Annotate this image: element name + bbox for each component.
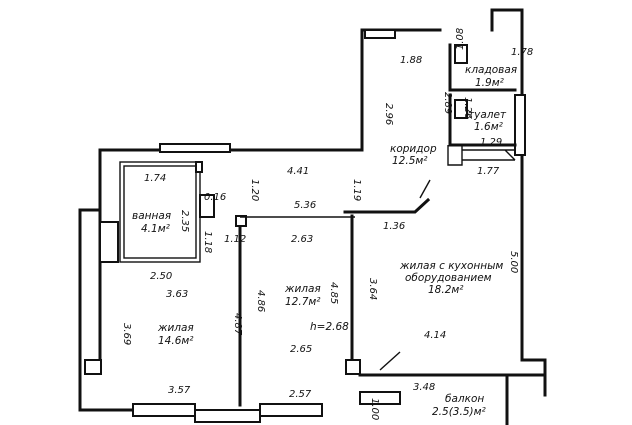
- bathroom-inner: [123, 165, 197, 259]
- living-left-name: жилая: [157, 322, 194, 334]
- window-right-kitchen: [514, 94, 526, 156]
- dim-label: 2.50: [150, 271, 172, 282]
- toilet-duct: [447, 145, 516, 166]
- storage-wall: [448, 43, 517, 92]
- ceiling-height: h=2.68: [310, 321, 349, 333]
- window-top-left: [159, 143, 231, 153]
- dim-label: 2.89: [442, 92, 453, 114]
- column-left: [84, 359, 102, 375]
- living-middle-name: жилая: [284, 283, 321, 295]
- dim-label: 3.63: [166, 289, 188, 300]
- balcony-door: [359, 391, 401, 405]
- dim-label: 4.86: [255, 290, 266, 312]
- door-markers: [379, 179, 431, 371]
- dim-label: 1.78: [511, 47, 533, 58]
- dim-label: 4.41: [287, 166, 309, 177]
- dim-label: 4.87: [232, 313, 243, 336]
- dim-label: 2.57: [289, 389, 312, 400]
- dim-label: 1.08: [455, 28, 466, 50]
- dim-label: 1.74: [144, 173, 166, 184]
- dim-label: 5.00: [508, 251, 519, 273]
- toilet-door: [454, 99, 468, 119]
- interior-walls: [84, 43, 517, 407]
- partition-post-1: [235, 215, 247, 227]
- outer-wall-top-left: [78, 28, 442, 412]
- windows: [132, 29, 526, 423]
- toilet-name: туалет: [468, 109, 507, 121]
- living-left-area: 14.6м²: [158, 335, 194, 347]
- balcony-area: 2.5(3.5)м²: [432, 406, 487, 418]
- window-pier-1: [194, 409, 261, 423]
- bathroom-area: 4.1м²: [141, 223, 171, 235]
- dim-label: 5.36: [294, 200, 316, 211]
- balcony-name: балкон: [445, 393, 484, 405]
- living-kitchen-name-1: жилая с кухонным: [399, 260, 503, 272]
- dim-label: 3.57: [168, 385, 191, 396]
- dim-label: 1.26: [462, 97, 473, 119]
- dim-label: 0.16: [204, 192, 226, 203]
- dim-label: 2.96: [383, 103, 394, 125]
- window-corridor-top: [364, 29, 396, 39]
- dim-label: 3.69: [121, 323, 132, 345]
- toilet-area: 1.6м²: [474, 121, 504, 133]
- bath-door-jamb: [199, 194, 215, 218]
- living-kitchen-area: 18.2м²: [428, 284, 464, 296]
- dimension-labels: 1.88 2.96 1.08 1.78 2.89 1.26 1.29 1.77 …: [121, 28, 533, 421]
- dim-label: 1.00: [369, 398, 380, 420]
- dim-label: 1.18: [202, 231, 213, 253]
- dim-label: 2.63: [291, 234, 313, 245]
- room-labels: кладовая 1.9м² туалет 1.6м² коридор 12.5…: [132, 64, 517, 418]
- dim-label: 3.48: [413, 382, 435, 393]
- storage-area: 1.9м²: [475, 77, 505, 89]
- dim-label: 1.77: [477, 166, 500, 177]
- dim-label: 1.36: [383, 221, 405, 232]
- dim-label: 1.12: [224, 234, 246, 245]
- outer-wall-top-right: [490, 8, 547, 397]
- dim-label: 4.14: [424, 330, 446, 341]
- dim-label: 2.65: [290, 344, 312, 355]
- living-kitchen-name-2: оборудованием: [405, 272, 492, 284]
- dim-label: 1.19: [351, 179, 362, 201]
- corridor-area: 12.5м²: [392, 155, 428, 167]
- dim-label: 1.29: [480, 137, 502, 148]
- dim-label: 2.35: [179, 210, 190, 232]
- corridor-name: коридор: [390, 143, 437, 155]
- bath-vent: [195, 161, 203, 173]
- kitchen-entrance-wall: [343, 197, 431, 214]
- storage-door: [454, 44, 468, 64]
- window-left-bottom: [132, 403, 196, 417]
- dim-label: 3.64: [367, 278, 378, 300]
- toilet-wall: [448, 93, 517, 147]
- storage-name: кладовая: [465, 64, 517, 76]
- bath-fixture: [99, 221, 119, 263]
- dim-label: 1.88: [400, 55, 422, 66]
- window-middle-bottom: [259, 403, 323, 417]
- dim-label: 1.20: [249, 179, 260, 201]
- bathroom-name: ванная: [132, 210, 171, 222]
- partition-post-2: [345, 359, 361, 375]
- living-middle-area: 12.7м²: [285, 296, 321, 308]
- door-swing-kitchen: [379, 351, 401, 371]
- door-swing-corridor: [419, 179, 431, 199]
- dim-label: 4.85: [328, 282, 339, 304]
